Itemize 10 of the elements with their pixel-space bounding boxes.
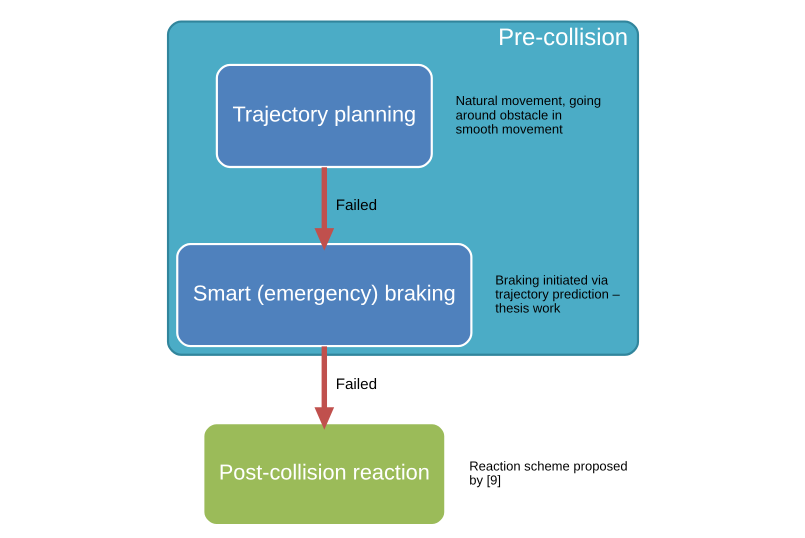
arrow: [314, 167, 334, 251]
node-label: Reaction scheme proposed by [9]: [468, 458, 628, 488]
edge-label: Failed: [335, 197, 377, 214]
node-box: Post-collision reaction: [202, 422, 446, 526]
node-label: Natural movement, going around obstacle in smooth movement: [455, 93, 601, 136]
node-box: Trajectory planning: [215, 64, 432, 168]
edge-label: Failed: [335, 376, 377, 394]
node-box: Smart (emergency) braking: [176, 242, 472, 348]
node-label: Braking initiated via trajectory prediction – thesis work: [494, 272, 620, 316]
arrow: [314, 346, 334, 430]
